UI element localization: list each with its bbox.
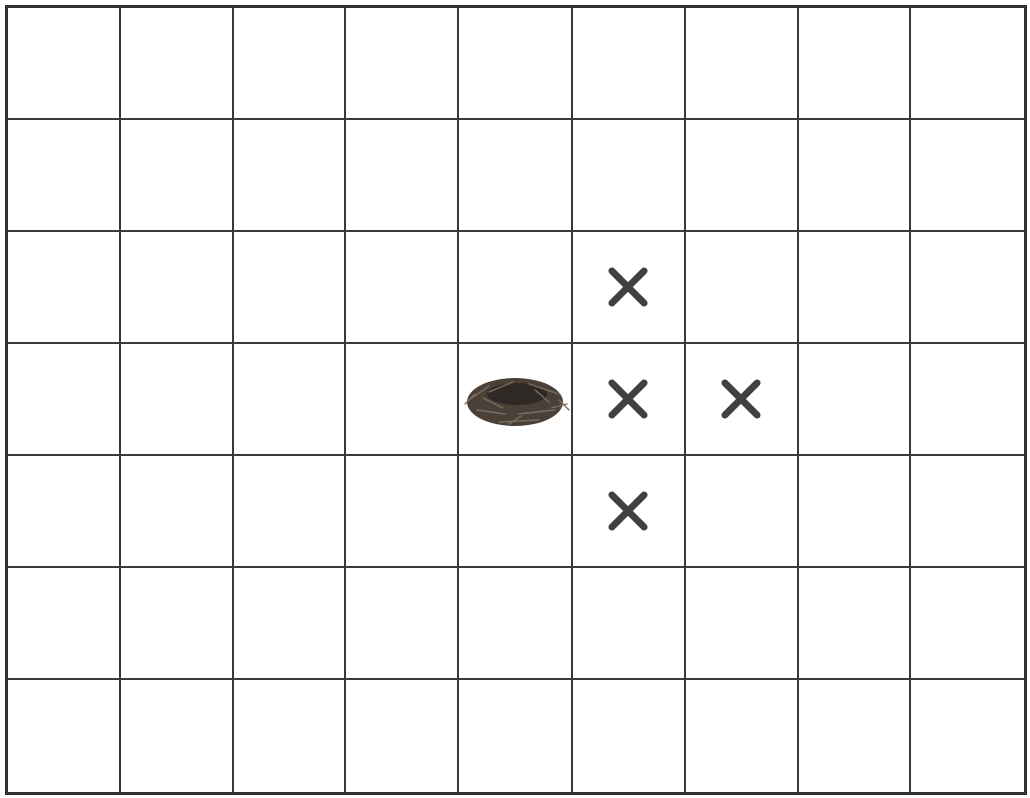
grid-cell[interactable] — [911, 680, 1024, 792]
grid-cell[interactable] — [686, 344, 799, 456]
grid-cell[interactable] — [234, 232, 347, 344]
grid-cell[interactable] — [459, 568, 573, 680]
grid-cell[interactable] — [799, 8, 912, 120]
grid-cell[interactable] — [686, 232, 799, 344]
grid-cell[interactable] — [686, 680, 799, 792]
grid-cell[interactable] — [8, 8, 121, 120]
grid-cell[interactable] — [573, 232, 686, 344]
grid-cell[interactable] — [8, 344, 121, 456]
grid-cell[interactable] — [8, 232, 121, 344]
grid-cell[interactable] — [911, 568, 1024, 680]
grid-cell[interactable] — [234, 568, 347, 680]
grid-cell[interactable] — [799, 456, 912, 568]
grid-cell[interactable] — [346, 120, 459, 232]
grid-cell[interactable] — [121, 568, 234, 680]
grid-cell[interactable] — [8, 680, 121, 792]
grid-cell[interactable] — [234, 456, 347, 568]
x-mark-icon — [605, 376, 651, 422]
grid-cell[interactable] — [686, 568, 799, 680]
x-mark-icon — [718, 376, 764, 422]
grid-cell[interactable] — [459, 120, 573, 232]
grid-cell[interactable] — [799, 344, 912, 456]
grid-cell[interactable] — [234, 120, 347, 232]
grid-cell[interactable] — [573, 344, 686, 456]
grid-cell[interactable] — [686, 8, 799, 120]
grid-cell[interactable] — [346, 344, 459, 456]
grid-cell[interactable] — [799, 232, 912, 344]
grid-cell[interactable] — [234, 680, 347, 792]
grid-cell[interactable] — [573, 8, 686, 120]
grid-cell[interactable] — [459, 456, 573, 568]
grid-cell[interactable] — [799, 568, 912, 680]
grid-cell[interactable] — [799, 680, 912, 792]
grid-cell[interactable] — [911, 456, 1024, 568]
grid-cell[interactable] — [459, 8, 573, 120]
grid-cell[interactable] — [234, 344, 347, 456]
grid-cell[interactable] — [234, 8, 347, 120]
x-mark-icon — [605, 264, 651, 310]
grid-cell[interactable] — [911, 344, 1024, 456]
grid-cell[interactable] — [459, 344, 573, 456]
grid-cell[interactable] — [346, 568, 459, 680]
grid-cell[interactable] — [573, 120, 686, 232]
grid-cell[interactable] — [346, 232, 459, 344]
grid-cell[interactable] — [346, 456, 459, 568]
grid-cell[interactable] — [573, 568, 686, 680]
grid-cell[interactable] — [573, 456, 686, 568]
grid-cell[interactable] — [8, 568, 121, 680]
grid-cell[interactable] — [8, 120, 121, 232]
grid-cell[interactable] — [121, 456, 234, 568]
grid-cell[interactable] — [911, 8, 1024, 120]
grid-cell[interactable] — [459, 680, 573, 792]
grid-cell[interactable] — [686, 456, 799, 568]
grid-cell[interactable] — [346, 680, 459, 792]
grid-cell[interactable] — [799, 120, 912, 232]
grid-cell[interactable] — [346, 8, 459, 120]
grid-cell[interactable] — [8, 456, 121, 568]
grid-cell[interactable] — [686, 120, 799, 232]
grid-cell[interactable] — [459, 232, 573, 344]
grid-cell[interactable] — [911, 232, 1024, 344]
grid-cell[interactable] — [121, 8, 234, 120]
grid-cell[interactable] — [121, 232, 234, 344]
grid-cell[interactable] — [121, 120, 234, 232]
game-board — [5, 5, 1027, 795]
grid-cell[interactable] — [911, 120, 1024, 232]
grid-cell[interactable] — [573, 680, 686, 792]
grid-cell[interactable] — [121, 680, 234, 792]
bird-nest-icon — [459, 364, 571, 434]
x-mark-icon — [605, 488, 651, 534]
grid-cell[interactable] — [121, 344, 234, 456]
